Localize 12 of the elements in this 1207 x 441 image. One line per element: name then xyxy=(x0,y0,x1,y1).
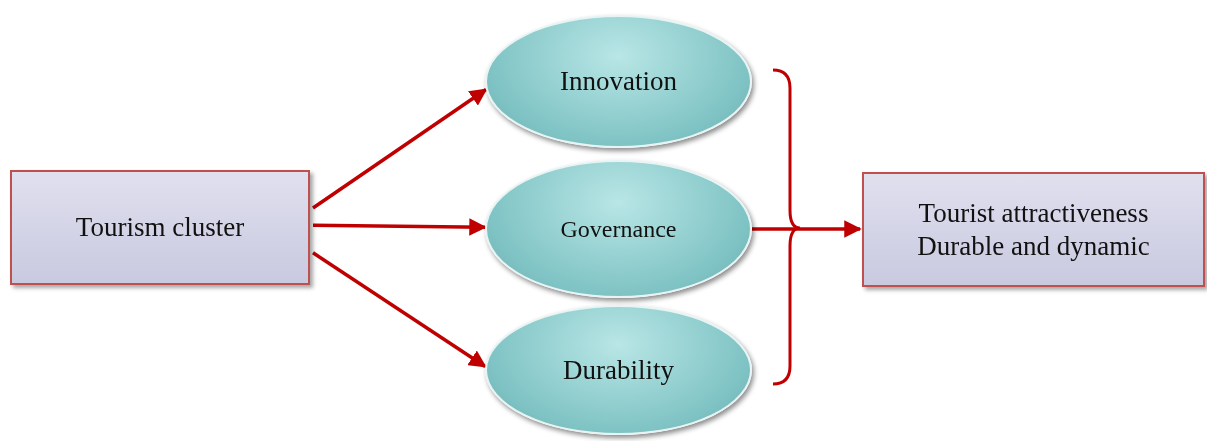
arrow xyxy=(312,88,488,210)
process-box xyxy=(862,172,1205,287)
arrow xyxy=(312,251,487,368)
node-label: Durability xyxy=(563,353,674,387)
node-label: Tourism cluster xyxy=(75,211,245,244)
arrow xyxy=(752,220,862,238)
node-label: Durable and dynamic xyxy=(917,229,1150,262)
node-label: Tourist attractiveness xyxy=(918,197,1149,230)
arrow xyxy=(312,218,487,236)
process-box xyxy=(10,170,310,285)
node-label: Innovation xyxy=(560,65,677,98)
node-label: Governance xyxy=(560,214,677,244)
